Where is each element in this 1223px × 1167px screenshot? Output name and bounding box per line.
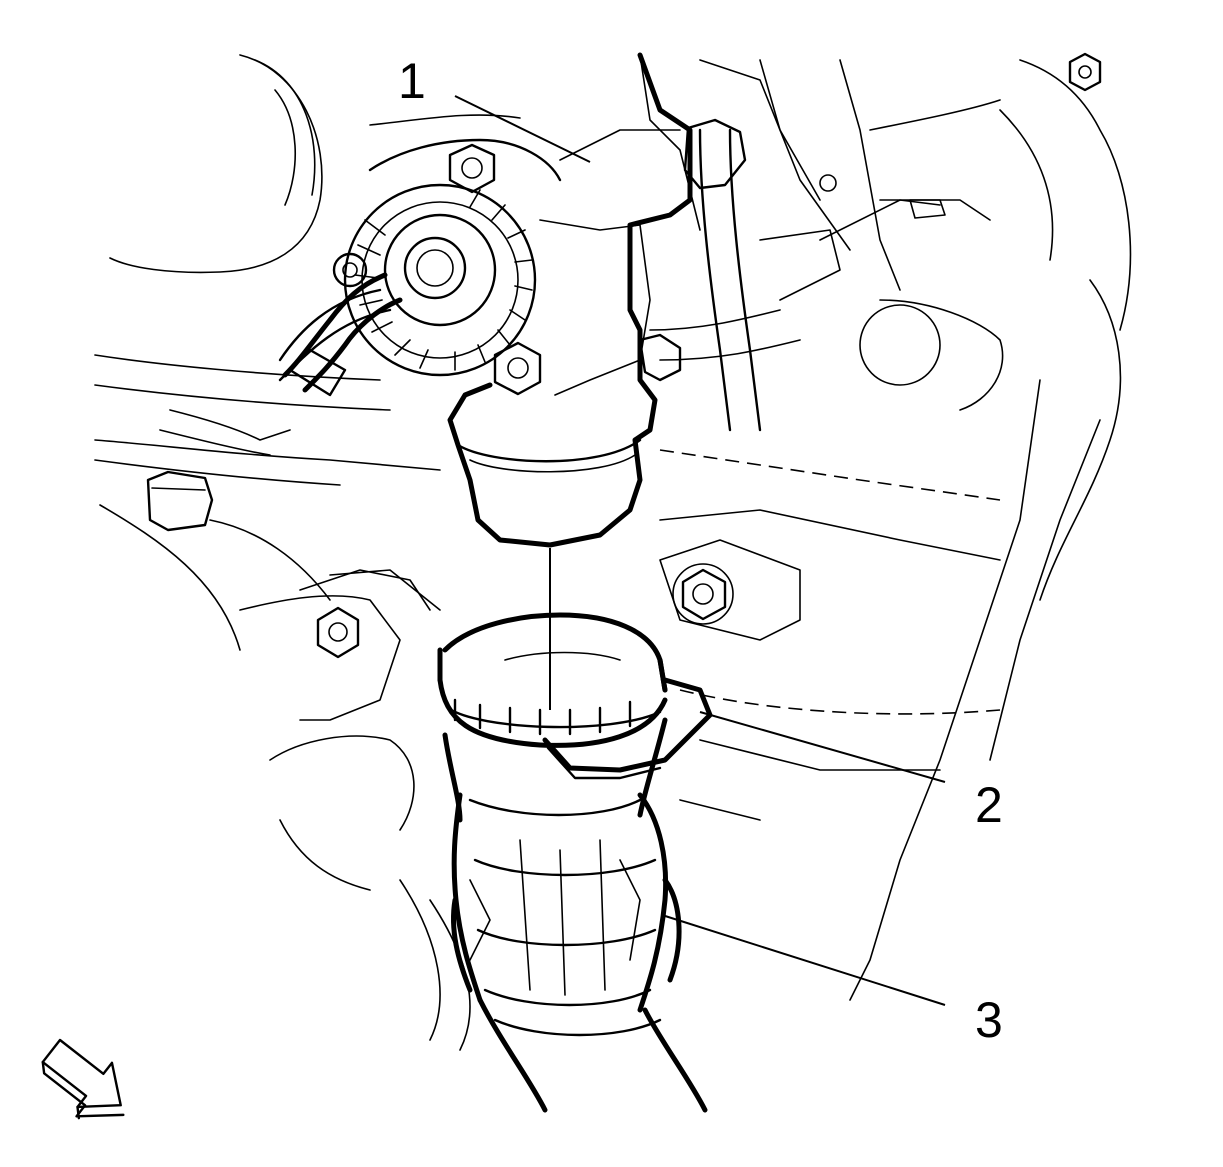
leader-line-1 <box>454 95 591 163</box>
nut-left <box>316 606 360 659</box>
bolt-bottom <box>493 341 542 396</box>
component-3-hose <box>442 717 708 1113</box>
component-2-seal <box>437 612 713 780</box>
callout-1: 1 <box>398 53 426 109</box>
arrow-icon <box>41 1038 125 1120</box>
bolt-left <box>332 252 368 288</box>
leader-line-3 <box>661 914 946 1006</box>
leader-line-2 <box>699 711 946 783</box>
component-1-housing <box>282 129 681 397</box>
nut-middle <box>672 563 734 625</box>
bolt-top <box>448 143 496 194</box>
callout-3: 3 <box>975 992 1003 1048</box>
engine-background <box>94 52 1132 1051</box>
component-1-outlet <box>447 52 693 548</box>
nut-upper-right <box>1068 52 1102 92</box>
callout-2: 2 <box>975 777 1003 833</box>
bolt-right-small <box>819 174 946 219</box>
